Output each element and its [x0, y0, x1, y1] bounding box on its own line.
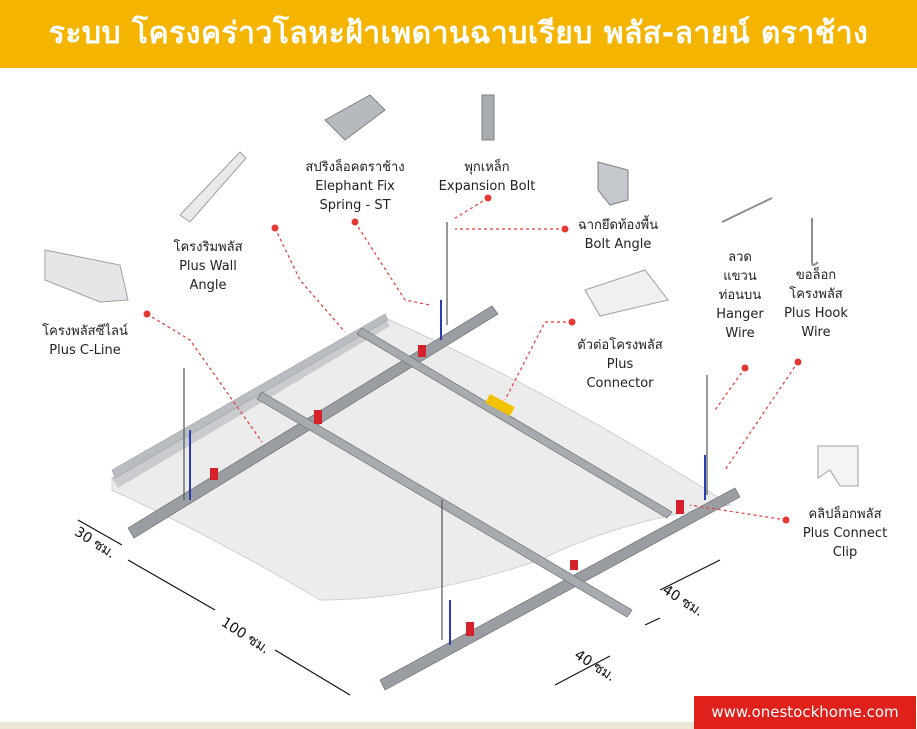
- page-title: ระบบ โครงคร่าวโลหะฝ้าเพดานฉาบเรียบ พลัส-…: [48, 16, 869, 51]
- label-connect-clip: คลิปล็อกพลัส Plus Connect Clip: [802, 507, 888, 560]
- part-connector-image: [584, 269, 669, 317]
- footer-rule: [0, 722, 694, 729]
- label-spring: สปริงล็อคตราช้าง Elephant Fix Spring - S…: [305, 160, 405, 213]
- part-spring-image: [324, 94, 386, 141]
- dimension-arrows: [77, 519, 721, 696]
- label-connector: ตัวต่อโครงพลัส Plus Connector: [577, 338, 663, 391]
- leader-lines: [146, 197, 799, 521]
- part-bolt-image: [481, 94, 495, 141]
- part-c-line-image: [44, 249, 129, 303]
- label-hanger-wire: ลวด แขวน ท่อนบน Hanger Wire: [716, 250, 764, 341]
- part-hook-image: [811, 218, 819, 266]
- connect-clips: [210, 345, 684, 636]
- hangers: [183, 222, 708, 640]
- plus-connector: [485, 394, 515, 416]
- label-c-line: โครงพลัสซีไลน์ Plus C-Line: [42, 324, 128, 358]
- website-badge[interactable]: www.onestockhome.com: [694, 696, 916, 729]
- label-expansion-bolt: พุกเหล็ก Expansion Bolt: [438, 160, 536, 194]
- leader-dots: [143, 194, 802, 524]
- cross-channels: [256, 327, 673, 618]
- part-hanger-wire-image: [721, 197, 773, 223]
- wall-angle-rail: [111, 313, 389, 479]
- label-wall-angle: โครงริมพลัส Plus Wall Angle: [173, 240, 243, 293]
- hanger-rods: [189, 300, 706, 645]
- label-hook-wire: ขอล็อก โครงพลัส Plus Hook Wire: [784, 268, 848, 340]
- part-bolt-angle-image: [597, 161, 629, 206]
- title-banner: [0, 0, 917, 68]
- part-wall-angle-image: [179, 151, 247, 223]
- part-clip-image: [817, 445, 859, 487]
- label-bolt-angle: ฉากยึดท้องพื้น Bolt Angle: [577, 218, 659, 252]
